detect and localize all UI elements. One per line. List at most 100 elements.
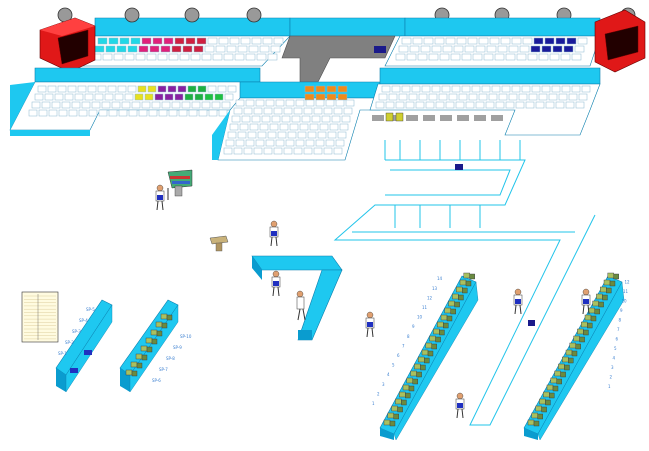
shelf-cell bbox=[549, 53, 560, 61]
shelf-cell bbox=[581, 85, 591, 93]
shelf-cell bbox=[114, 93, 124, 101]
shelf-cell bbox=[211, 101, 221, 109]
shelf-cell bbox=[293, 147, 303, 155]
shelf-cell bbox=[37, 85, 47, 93]
rack-label: SP-8 bbox=[166, 356, 175, 361]
shelf-cell bbox=[271, 115, 281, 123]
legend-panel bbox=[21, 291, 59, 343]
shelf-cell bbox=[389, 115, 401, 121]
shelf-cell bbox=[234, 53, 245, 61]
bin-icon bbox=[412, 378, 418, 385]
shelf-cell bbox=[401, 37, 412, 45]
shelf-cell bbox=[111, 101, 121, 109]
bin-icon bbox=[395, 398, 402, 405]
shelf-cell bbox=[467, 37, 478, 45]
shelf-cell bbox=[87, 85, 97, 93]
rack-label: 1 bbox=[608, 384, 611, 389]
rack-label: 2 bbox=[610, 375, 613, 380]
shelf-cell bbox=[167, 85, 177, 93]
shelf-cell bbox=[551, 85, 561, 93]
bin-icon bbox=[399, 391, 406, 398]
bin-icon bbox=[387, 412, 394, 419]
bin-icon bbox=[579, 336, 585, 343]
upper-right-shelf bbox=[384, 17, 601, 67]
shelf-cell bbox=[253, 147, 263, 155]
bin-icon bbox=[136, 362, 143, 369]
bin-icon bbox=[145, 337, 153, 344]
shelf-cell bbox=[391, 85, 401, 93]
bin-icon bbox=[465, 280, 472, 287]
shelf-cell bbox=[97, 37, 108, 45]
bin-icon bbox=[558, 363, 565, 370]
trolley-stack bbox=[167, 169, 193, 200]
bin-icon bbox=[606, 287, 612, 294]
shelf-cell bbox=[321, 115, 331, 123]
shelf-cell bbox=[58, 109, 68, 117]
shelf-cell bbox=[221, 101, 231, 109]
shelf-cell bbox=[77, 85, 87, 93]
shelf-cell bbox=[423, 37, 434, 45]
shelf-cell bbox=[124, 93, 134, 101]
shelf-cell bbox=[525, 101, 535, 109]
shelf-cell bbox=[197, 85, 207, 93]
shelf-cell bbox=[178, 109, 188, 117]
bin-icon bbox=[543, 391, 550, 398]
shelf-cell bbox=[275, 99, 285, 107]
shelf-cell bbox=[574, 45, 585, 53]
shelf-cell bbox=[279, 123, 289, 131]
shelf-cell bbox=[105, 45, 116, 53]
shelf-cell bbox=[275, 139, 285, 147]
bin-icon bbox=[598, 301, 604, 308]
bin-icon bbox=[450, 308, 456, 315]
worker-icon bbox=[455, 392, 465, 419]
shelf-cell bbox=[273, 147, 283, 155]
shelf-cell bbox=[468, 93, 478, 101]
bin-icon bbox=[584, 314, 592, 321]
shelf-cell bbox=[458, 93, 468, 101]
worker-icon bbox=[581, 288, 591, 315]
rack-label: 12 bbox=[625, 280, 631, 285]
shelf-cell bbox=[505, 101, 515, 109]
shelf-cell bbox=[84, 93, 94, 101]
shelf-cell bbox=[326, 93, 337, 101]
shelf-cell bbox=[530, 45, 541, 53]
shelf-cell bbox=[495, 101, 505, 109]
bin-icon bbox=[444, 307, 451, 314]
shelf-cell bbox=[538, 93, 548, 101]
shelf-cell bbox=[227, 131, 237, 139]
bin-icon bbox=[141, 354, 148, 361]
shelf-cell bbox=[326, 85, 337, 93]
shelf-cell bbox=[323, 107, 333, 115]
bin-icon bbox=[552, 385, 559, 392]
shelf-cell bbox=[515, 101, 525, 109]
shelf-cell bbox=[560, 53, 571, 61]
shelf-cell bbox=[57, 85, 67, 93]
shelf-cell bbox=[240, 37, 251, 45]
bin-icon bbox=[556, 378, 562, 385]
bin-icon bbox=[427, 350, 434, 357]
shelf-cell bbox=[575, 101, 585, 109]
worker-icon bbox=[269, 220, 279, 247]
bin-icon bbox=[527, 419, 535, 426]
rack-label: 13 bbox=[432, 286, 438, 291]
shelf-cell bbox=[224, 93, 234, 101]
bin-icon bbox=[420, 364, 426, 371]
shelf-cell bbox=[541, 85, 551, 93]
shelf-cell bbox=[251, 115, 261, 123]
bin-icon bbox=[462, 287, 468, 294]
shelf-cell bbox=[257, 131, 267, 139]
rack-label: SP-9 bbox=[173, 345, 182, 350]
bin-icon bbox=[594, 308, 600, 315]
shelf-cell bbox=[127, 45, 138, 53]
rack-label: 1 bbox=[372, 401, 375, 406]
shelf-cell bbox=[229, 123, 239, 131]
shelf-cell bbox=[522, 37, 533, 45]
shelf-cell bbox=[281, 115, 291, 123]
shelf-cell bbox=[241, 115, 251, 123]
shelf-cell bbox=[141, 37, 152, 45]
shelf-cell bbox=[420, 45, 431, 53]
shelf-cell bbox=[455, 101, 465, 109]
left-rack-b: SP-6SP-7SP-8SP-9SP-10 bbox=[119, 299, 192, 393]
shelf-cell bbox=[561, 85, 571, 93]
shelf-cell bbox=[267, 131, 277, 139]
